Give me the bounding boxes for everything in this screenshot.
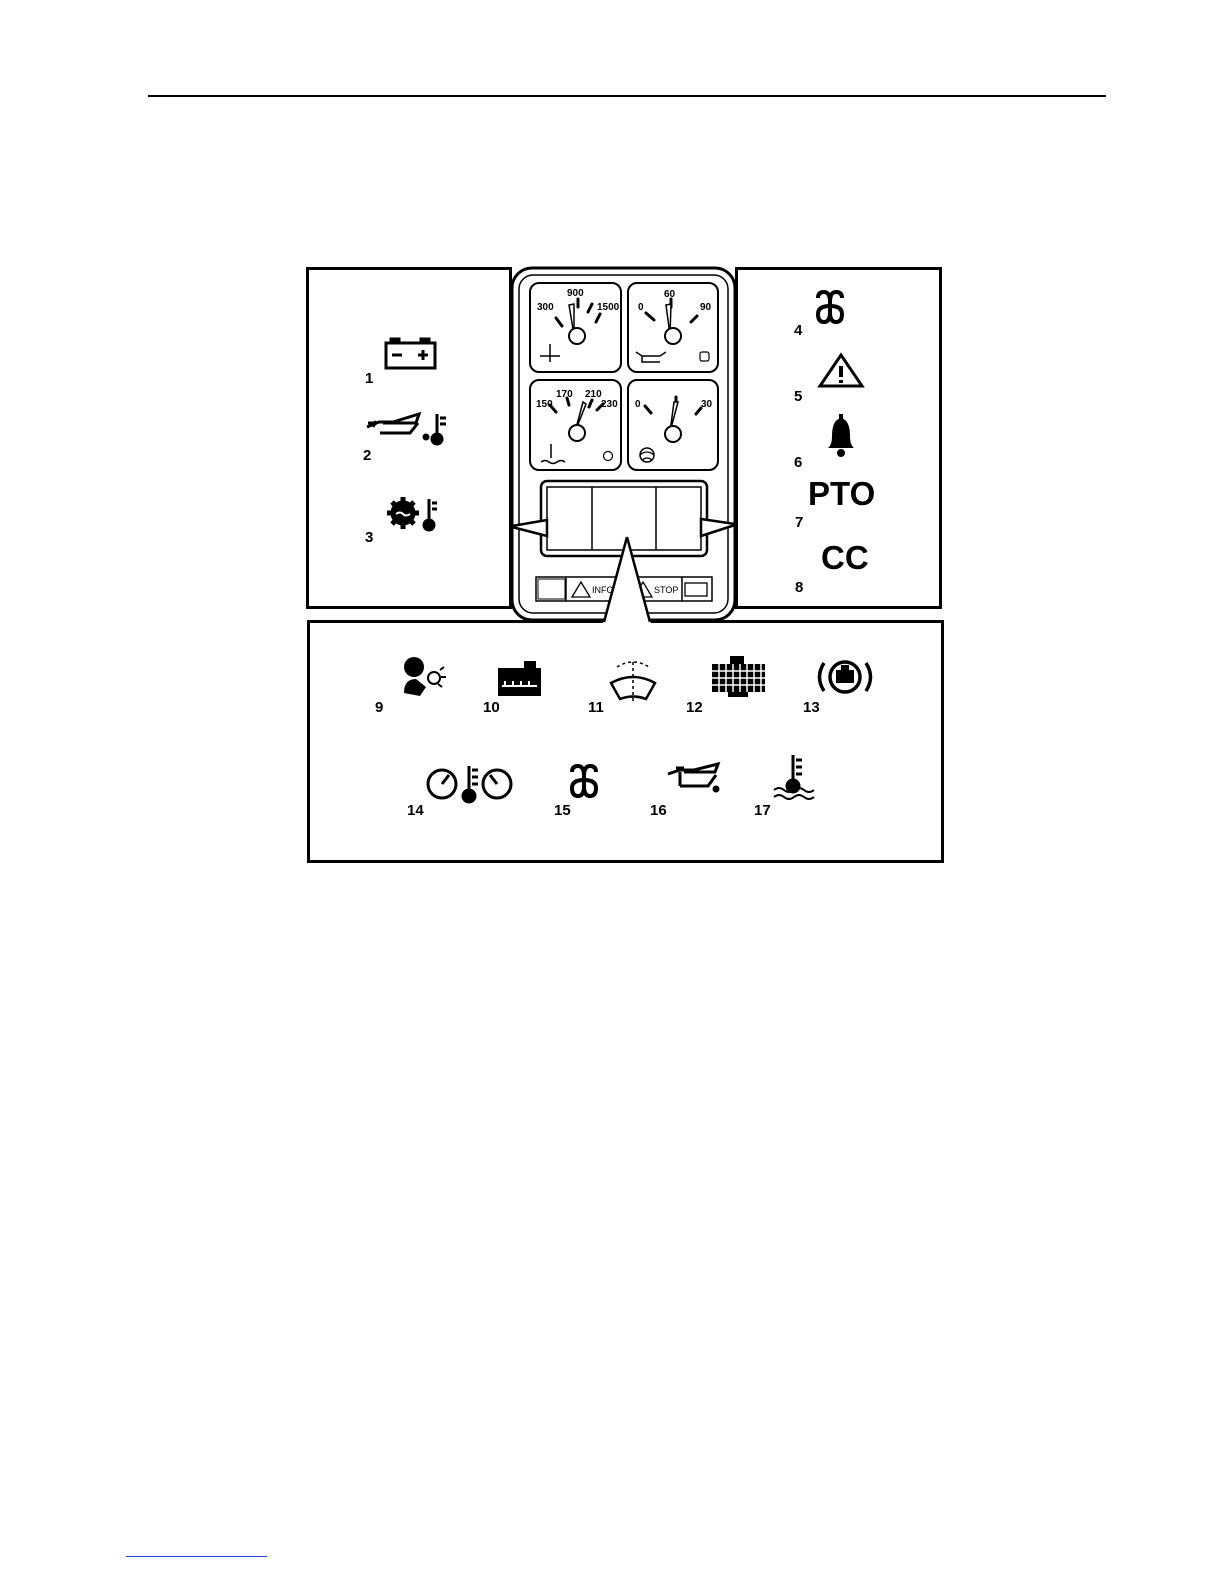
fuel-filter-icon bbox=[498, 661, 541, 696]
callout-number: 10 bbox=[483, 699, 500, 716]
air-filter-icon bbox=[712, 656, 765, 697]
glow-plug-icon bbox=[572, 766, 596, 796]
bell-icon bbox=[828, 414, 854, 457]
battery-icon bbox=[386, 339, 435, 368]
callout-number: 11 bbox=[588, 699, 604, 716]
stop-label: STOP bbox=[654, 585, 678, 595]
callout-number: 4 bbox=[794, 322, 802, 339]
callout-number: 7 bbox=[795, 514, 803, 531]
gauge-tick-label: 900 bbox=[567, 288, 584, 299]
callout-number: 9 bbox=[375, 699, 383, 716]
gauge-tick-label: 170 bbox=[556, 389, 573, 400]
axle-temperature-icon bbox=[428, 766, 511, 802]
callout-number: 8 bbox=[795, 579, 803, 596]
gauge-tick-label: 210 bbox=[585, 389, 602, 400]
gauge-tick-label: 60 bbox=[664, 289, 675, 300]
gauge-tick-label: 230 bbox=[601, 399, 618, 410]
gauge-tick-label: 300 bbox=[537, 302, 554, 313]
callout-number: 14 bbox=[407, 802, 424, 819]
oil-pressure-icon bbox=[668, 764, 718, 791]
gauge-tick-label: 150 bbox=[536, 399, 553, 410]
transmission-temperature-icon bbox=[387, 497, 437, 530]
washer-fluid-icon bbox=[611, 662, 655, 704]
callout-number: 13 bbox=[803, 699, 820, 716]
info-label: INFO bbox=[592, 585, 614, 595]
callout-number: 2 bbox=[363, 447, 371, 464]
callout-number: 15 bbox=[554, 802, 571, 819]
warning-triangle-icon bbox=[820, 355, 862, 386]
footer-link-rule bbox=[126, 1556, 267, 1557]
callout-number: 6 bbox=[794, 454, 802, 471]
gauge-tick-label: 1500 bbox=[597, 302, 619, 313]
callout-number: 1 bbox=[365, 370, 373, 387]
callout-number: 17 bbox=[754, 802, 771, 819]
callout-number: 16 bbox=[650, 802, 667, 819]
glow-plug-icon bbox=[818, 292, 842, 322]
gauge-tick-label: 0 bbox=[635, 399, 641, 410]
oil-temperature-icon bbox=[367, 414, 446, 444]
cruise-control-indicator: CC bbox=[821, 539, 869, 577]
pto-indicator: PTO bbox=[808, 475, 875, 513]
engine-brake-icon bbox=[820, 662, 871, 692]
callout-number: 3 bbox=[365, 529, 373, 546]
airbag-icon bbox=[404, 657, 446, 696]
gauge-tick-label: 0 bbox=[638, 302, 644, 313]
callout-number: 5 bbox=[794, 388, 802, 405]
gauge-tick-label: 90 bbox=[700, 302, 711, 313]
gauge-tick-label: 30 bbox=[701, 399, 712, 410]
coolant-temperature-icon bbox=[774, 755, 814, 799]
callout-number: 12 bbox=[686, 699, 703, 716]
